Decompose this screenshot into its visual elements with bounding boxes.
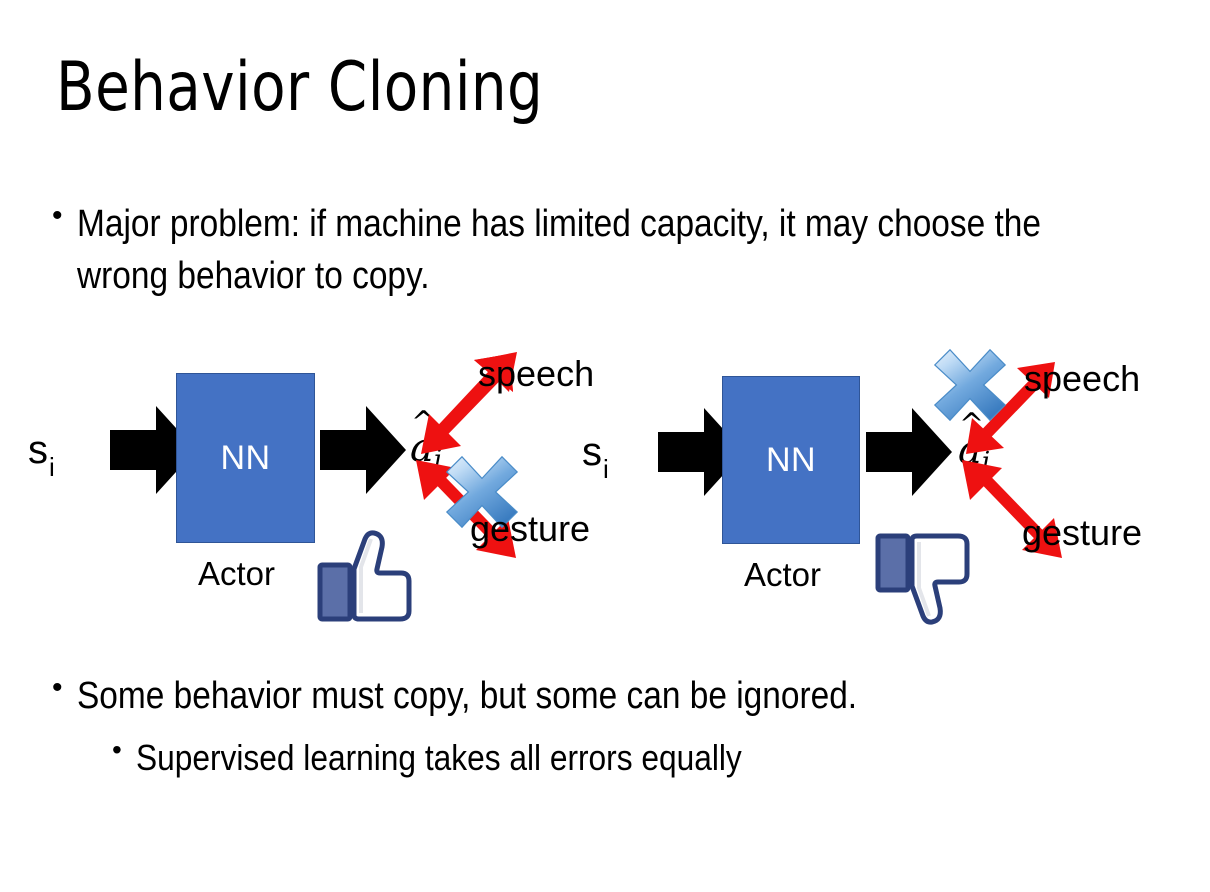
- thumbs-up-icon: [314, 525, 420, 635]
- bullet-bottom-level2-text: Supervised learning takes all errors equ…: [135, 737, 742, 778]
- bullet-bottom-level1: • Some behavior must copy, but some can …: [52, 670, 1182, 722]
- input-arrow-left: [110, 402, 196, 503]
- bullet-bottom-level1-text: Some behavior must copy, but some can be…: [76, 675, 857, 717]
- speech-label-right: speech: [1024, 358, 1141, 399]
- page-title: Behavior Cloning: [56, 48, 544, 127]
- bullet-dot-icon: •: [52, 671, 63, 704]
- state-label-right: si: [582, 430, 609, 484]
- nn-box-right: NN: [722, 376, 860, 544]
- gesture-label-right: gesture: [1022, 512, 1143, 553]
- state-label-left: si: [28, 428, 55, 482]
- cross-out-icon-left: [442, 452, 522, 537]
- output-arrow-left: [320, 402, 406, 503]
- cross-out-icon-right: [930, 345, 1010, 430]
- actor-label-right: Actor: [744, 556, 822, 593]
- nn-box-label-right: NN: [765, 440, 817, 479]
- speech-arrow-right: [960, 358, 1060, 463]
- speech-label-left: speech: [478, 353, 595, 394]
- actor-label-left: Actor: [198, 555, 276, 592]
- bullet-top-text: Major problem: if machine has limited ca…: [76, 203, 1050, 298]
- action-label-left: ^ai: [410, 405, 443, 475]
- bullet-dot-icon: •: [52, 199, 63, 232]
- bullet-dot-icon: •: [112, 734, 122, 765]
- bullet-bottom-level2: • Supervised learning takes all errors e…: [112, 733, 1192, 783]
- nn-box-label-left: NN: [220, 438, 271, 477]
- bullet-top: • Major problem: if machine has limited …: [52, 198, 1172, 303]
- diagram-right: si NN Actor ^ai: [572, 340, 1172, 640]
- nn-box-left: NN: [176, 373, 315, 543]
- diagram-left: si NN Actor ^ai: [18, 340, 618, 640]
- gesture-label-left: gesture: [470, 508, 591, 549]
- speech-arrow-left: [414, 348, 524, 463]
- output-arrow-right: [866, 404, 952, 505]
- gesture-arrow-right: [958, 458, 1068, 568]
- thumbs-down-icon: [872, 525, 978, 635]
